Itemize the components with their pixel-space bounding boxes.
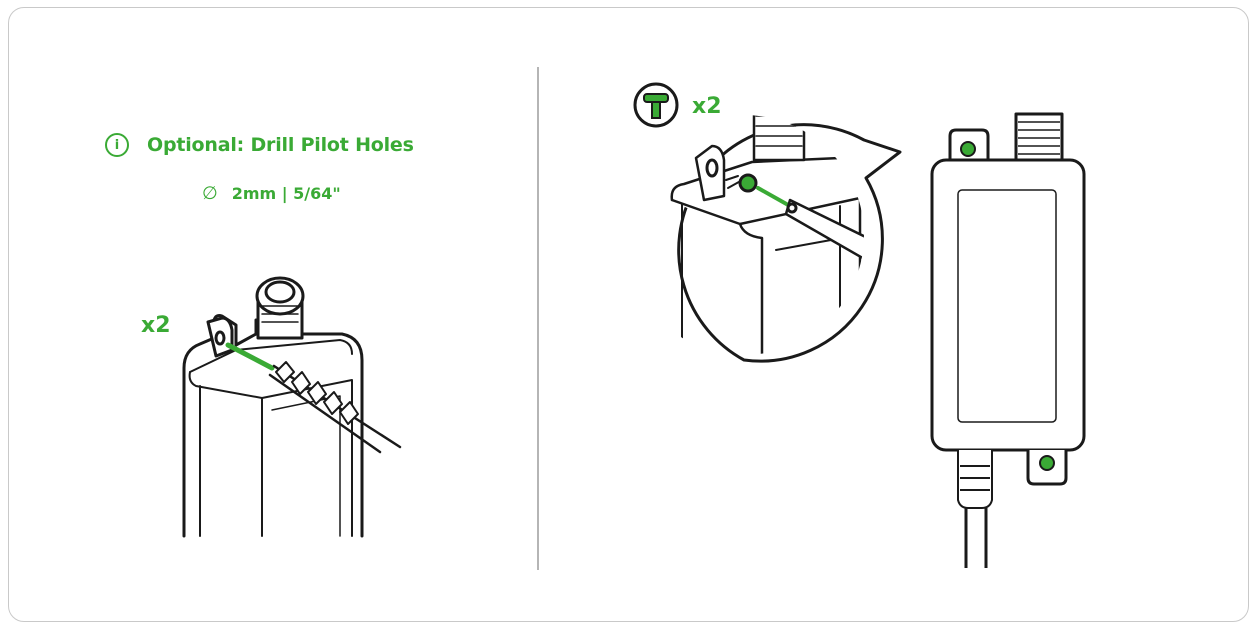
panel-divider [537,67,539,570]
pilot-hole-heading: i Optional: Drill Pilot Holes [105,130,414,160]
screw-icon [633,82,679,128]
pilot-hole-title: Optional: Drill Pilot Holes [147,134,414,156]
screw-zoom-illustration [670,115,902,363]
diameter-symbol: ∅ [202,183,218,204]
device-front-illustration [930,112,1086,568]
drill-illustration [182,276,402,538]
drill-size: 2mm | 5/64" [231,184,341,203]
drill-quantity: x2 [141,313,171,338]
screw-quantity: x2 [692,94,722,119]
info-icon: i [105,133,129,157]
pilot-hole-spec: ∅ 2mm | 5/64" [202,183,341,204]
